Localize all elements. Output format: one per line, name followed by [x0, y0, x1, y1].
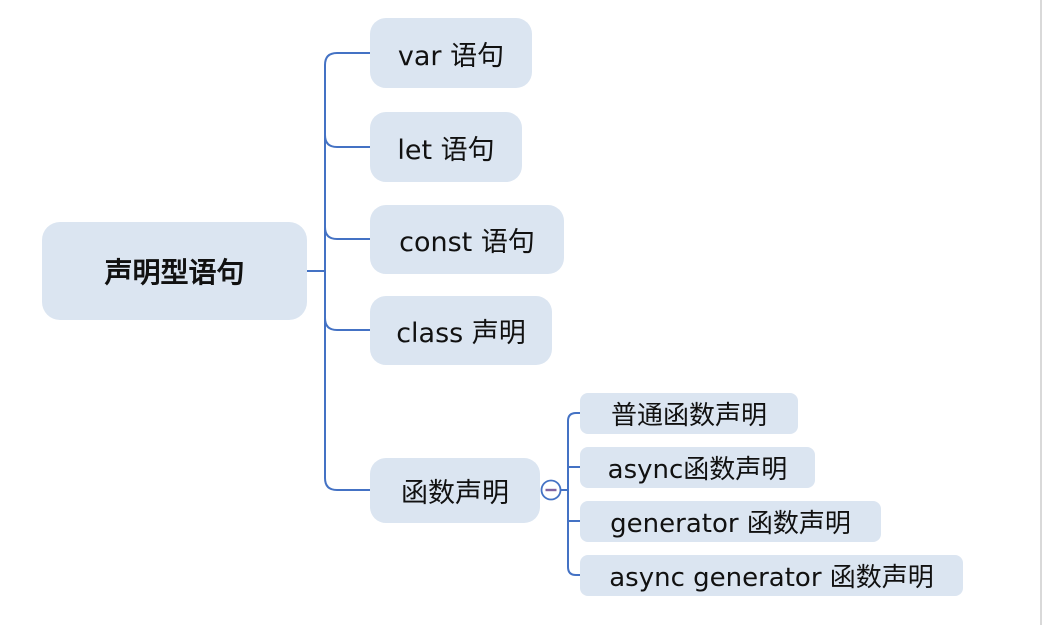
node-root[interactable]: 声明型语句 [42, 222, 307, 320]
node-async-generator-function-label: async generator 函数声明 [609, 563, 934, 593]
connector-branch-class [324, 317, 371, 331]
node-function-declaration[interactable]: 函数声明 [370, 458, 540, 523]
node-generator-function-label: generator 函数声明 [610, 509, 851, 539]
node-root-label: 声明型语句 [104, 256, 245, 289]
page-edge-line [1040, 0, 1042, 625]
node-class[interactable]: class 声明 [370, 296, 552, 365]
connector-branch-let [324, 134, 371, 148]
node-let-label: let 语句 [397, 134, 495, 166]
connector-branch-const [324, 226, 371, 240]
node-async-function-label: async函数声明 [607, 455, 788, 485]
node-generator-function[interactable]: generator 函数声明 [580, 501, 881, 542]
node-var[interactable]: var 语句 [370, 18, 532, 88]
node-const-label: const 语句 [399, 227, 535, 258]
connector-main-trunk [324, 52, 371, 491]
node-async-function[interactable]: async函数声明 [580, 447, 815, 488]
node-normal-function[interactable]: 普通函数声明 [580, 393, 798, 434]
node-class-label: class 声明 [396, 318, 526, 349]
collapse-toggle-button[interactable] [540, 479, 562, 501]
node-var-label: var 语句 [397, 40, 505, 72]
node-let[interactable]: let 语句 [370, 112, 522, 182]
node-normal-function-label: 普通函数声明 [610, 401, 767, 431]
node-const[interactable]: const 语句 [370, 205, 564, 274]
node-function-declaration-label: 函数声明 [401, 478, 509, 509]
connector-sub-trunk [567, 412, 581, 576]
node-async-generator-function[interactable]: async generator 函数声明 [580, 555, 963, 596]
